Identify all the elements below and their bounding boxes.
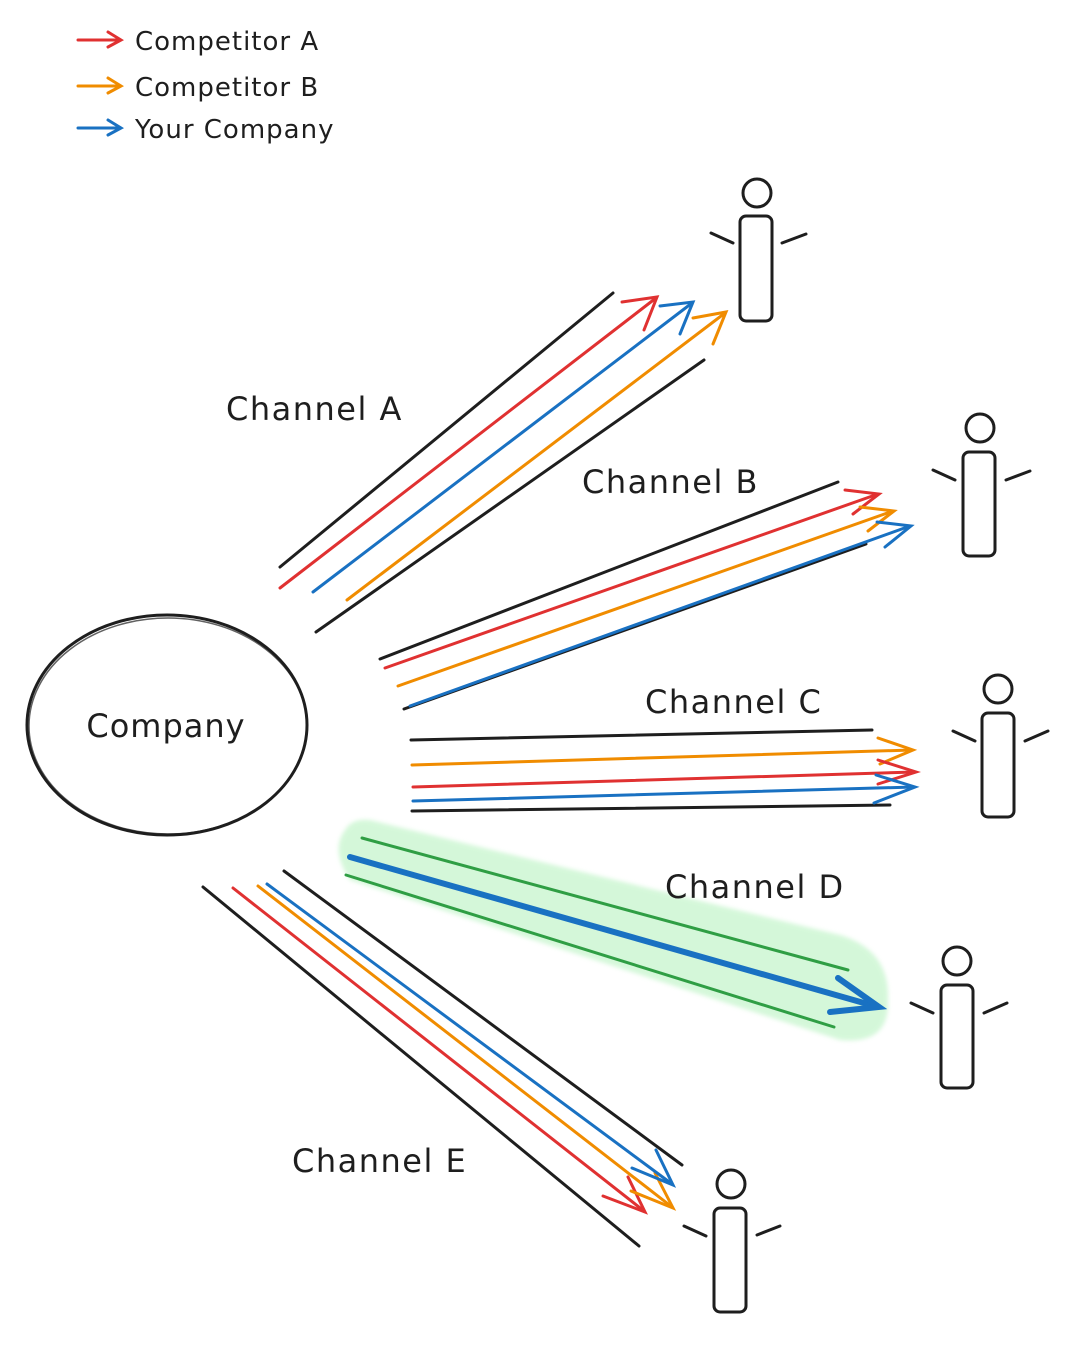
arrow-your-company [408,520,915,708]
arrow-competitor-b [410,736,918,767]
channel-a: Channel A [226,291,729,634]
legend-label: Your Company [134,115,334,145]
channel-label: Channel E [292,1142,467,1180]
arrow-competitor-b [396,505,898,688]
arrow-competitor-b [345,310,729,602]
person-icon [931,412,1032,558]
arrow-icon [76,118,125,137]
channel-label: Channel B [582,463,759,501]
legend-label: Competitor B [135,73,319,103]
company-node: Company [25,613,309,837]
arrow-competitor-b [256,884,677,1211]
channel-c: Channel C [409,683,921,813]
arrow-competitor-a [231,886,649,1215]
arrow-competitor-a [278,295,660,590]
legend-label: Competitor A [135,27,319,57]
channel-label: Channel C [645,683,822,721]
company-label: Company [86,707,245,745]
channel-b: Channel B [378,463,915,711]
legend: Competitor A Competitor B Your Company [76,27,334,145]
person-icon [951,673,1050,819]
arrow-your-company [265,882,677,1188]
legend-item-your-company: Your Company [76,115,334,145]
channel-label: Channel D [665,868,845,906]
channel-label: Channel A [226,390,403,428]
channel-d: Channel D [338,819,889,1041]
person-icon [682,1168,782,1314]
legend-item-competitor-b: Competitor B [76,73,319,103]
arrow-your-company [411,773,920,805]
arrow-your-company [347,854,888,1015]
legend-item-competitor-a: Competitor A [76,27,319,57]
arrow-icon [76,30,125,49]
person-icon [709,177,808,323]
person-icon [909,945,1009,1090]
channel-e: Channel E [201,869,684,1248]
arrow-your-company [311,300,696,594]
arrow-icon [76,76,125,95]
